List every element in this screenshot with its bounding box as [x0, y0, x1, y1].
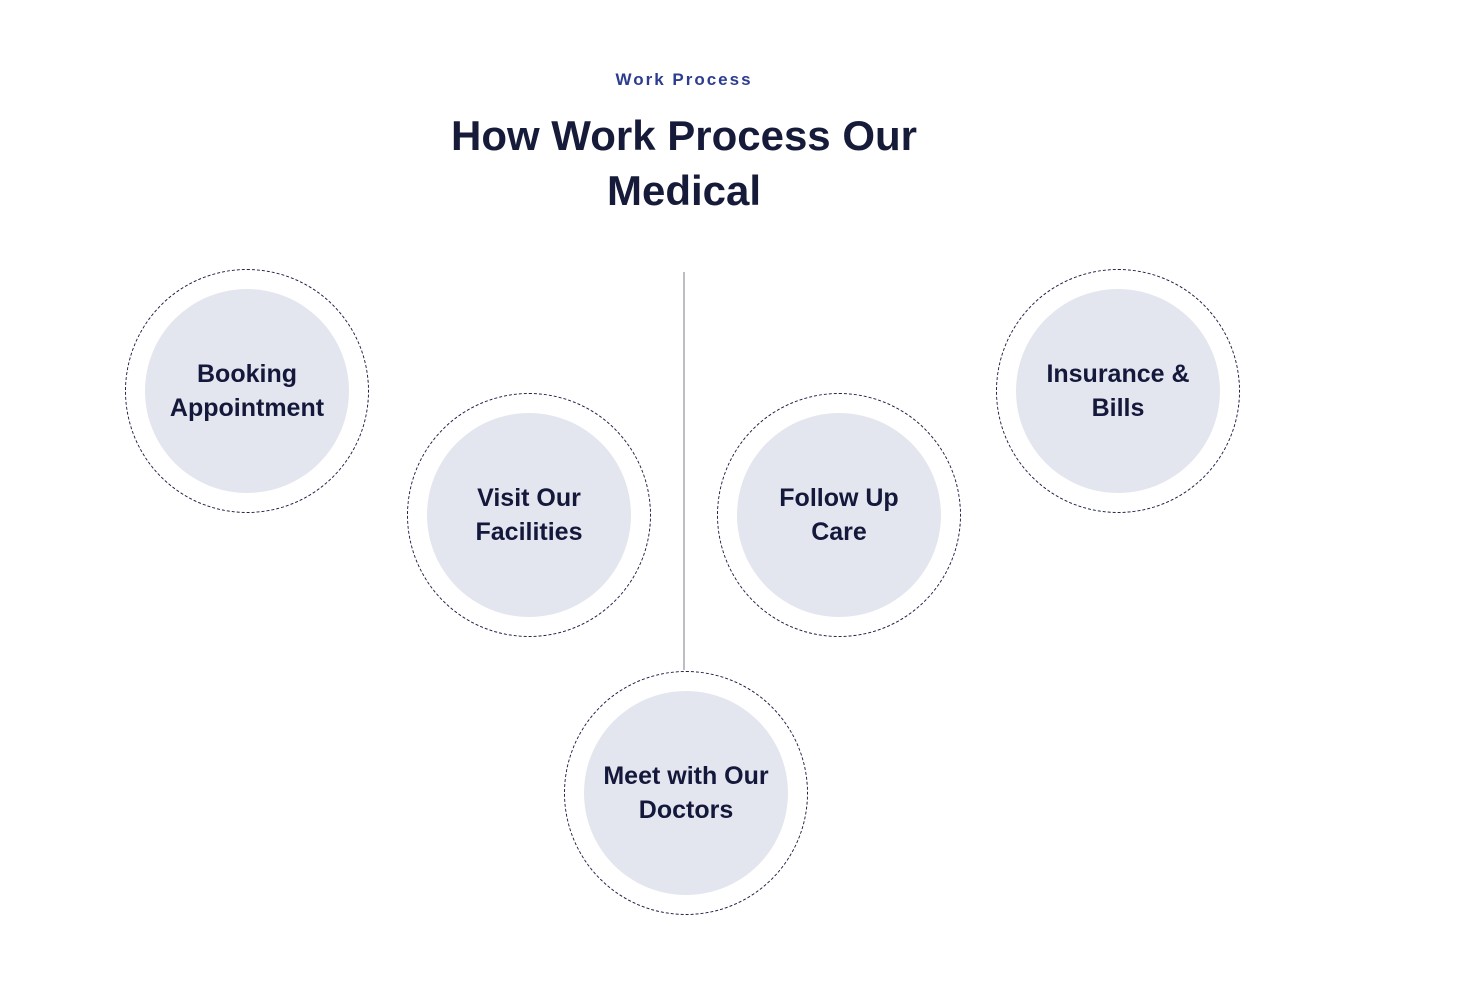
process-step-insurance-bills: Insurance & Bills: [996, 269, 1240, 513]
step-label-line: Meet with Our: [603, 762, 769, 790]
section-eyebrow: Work Process: [615, 70, 753, 89]
connector-line: [683, 272, 685, 670]
step-label-line: Care: [811, 518, 867, 546]
step-label-line: Bills: [1091, 394, 1145, 422]
step-label-line: Facilities: [475, 518, 583, 546]
step-label-line: Visit Our: [477, 484, 581, 512]
section-title: How Work Process Our Medical: [334, 108, 1034, 218]
process-step-visit-facilities: Visit Our Facilities: [407, 393, 651, 637]
step-circle: Visit Our Facilities: [427, 413, 631, 617]
process-step-meet-doctors: Meet with Our Doctors: [564, 671, 808, 915]
step-label-line: Follow Up: [779, 484, 899, 512]
process-step-booking-appointment: Booking Appointment: [125, 269, 369, 513]
section-title-line2: Medical: [606, 167, 762, 214]
process-step-follow-up-care: Follow Up Care: [717, 393, 961, 637]
step-label-line: Doctors: [638, 796, 734, 824]
step-circle: Follow Up Care: [737, 413, 941, 617]
step-circle: Meet with Our Doctors: [584, 691, 788, 895]
step-label-line: Booking: [197, 360, 297, 388]
section-header: Work Process How Work Process Our Medica…: [334, 70, 1034, 218]
step-circle: Booking Appointment: [145, 289, 349, 493]
step-label-line: Appointment: [169, 394, 325, 422]
step-label-line: Insurance &: [1046, 360, 1190, 388]
section-title-line1: How Work Process Our: [450, 112, 918, 159]
step-circle: Insurance & Bills: [1016, 289, 1220, 493]
